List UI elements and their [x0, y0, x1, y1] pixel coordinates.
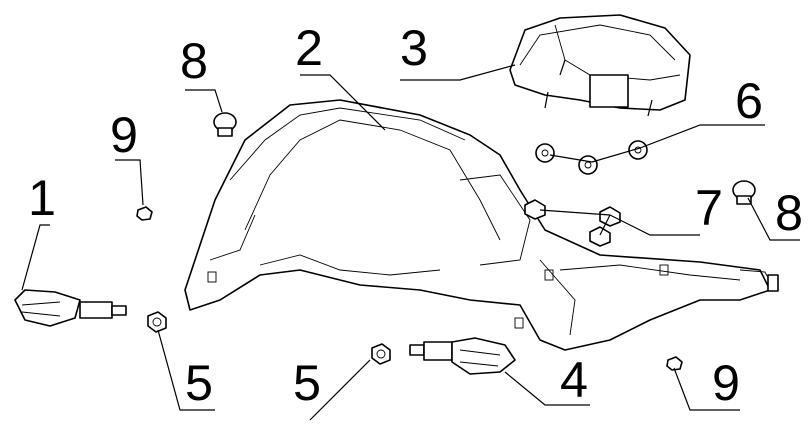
- callout-4: 4: [560, 352, 588, 408]
- screw-part-right: [666, 356, 683, 371]
- bolt-part-top-left: [213, 112, 237, 137]
- callout-8-top-left: 8: [180, 33, 208, 89]
- callout-9-left: 9: [110, 107, 138, 163]
- left-turn-signal-part: [14, 289, 127, 327]
- flange-nuts-part: [524, 199, 621, 247]
- washers-part: [535, 140, 648, 175]
- callout-6: 6: [735, 73, 763, 129]
- callout-2: 2: [295, 20, 323, 76]
- nut-part-center: [371, 343, 391, 365]
- callout-8-right: 8: [775, 185, 803, 241]
- callout-5-left: 5: [185, 355, 213, 411]
- callout-5-center: 5: [293, 355, 321, 411]
- right-turn-signal-part: [409, 337, 516, 375]
- nut-part-left: [147, 311, 167, 333]
- callout-9-right: 9: [712, 355, 740, 411]
- leader-lines: [21, 64, 800, 421]
- instrument-cluster-part: [509, 14, 691, 117]
- callout-3: 3: [400, 20, 428, 76]
- callout-7: 7: [695, 180, 723, 236]
- callout-1: 1: [28, 170, 56, 226]
- screw-part-left: [136, 206, 153, 221]
- bolt-part-right: [732, 180, 756, 205]
- windscreen-cowl-part: [184, 99, 779, 351]
